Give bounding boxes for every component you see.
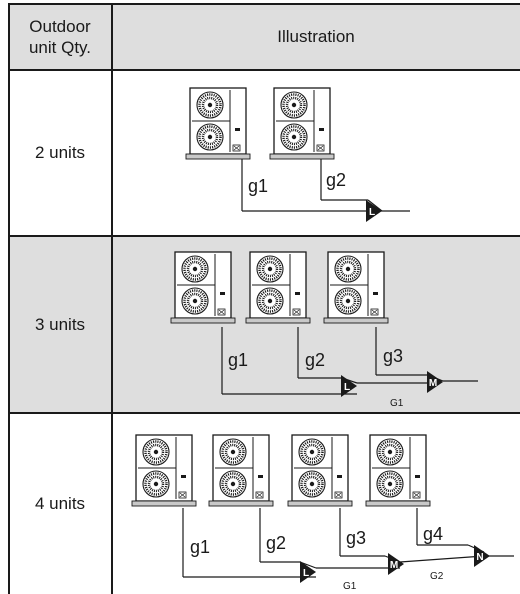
outdoor-unit-icon [169, 250, 237, 325]
branch-joint-icon [341, 375, 357, 397]
row-divider [8, 69, 520, 71]
row-label-text: 2 units [34, 143, 86, 162]
joint-label: M [390, 560, 398, 571]
pipe-label: g4 [423, 524, 443, 544]
row-divider [8, 412, 520, 414]
outdoor-unit-icon [322, 250, 390, 325]
branch-joint-icon [300, 561, 316, 583]
main-pipe-label: G2 [430, 571, 444, 582]
main-pipe [399, 555, 485, 563]
outdoor-unit-icon [364, 433, 432, 508]
outdoor-unit-icon [130, 433, 198, 508]
main-pipe-label: G1 [343, 581, 357, 592]
row-label-2-units: 2 units [8, 70, 112, 236]
pipe-label: g2 [326, 170, 346, 190]
outdoor-unit-icon [184, 86, 252, 161]
branch-joint-icon [474, 545, 490, 567]
row-divider [8, 235, 520, 237]
joint-label: N [476, 552, 483, 563]
joint-label: M [429, 378, 437, 389]
pipe-label: g2 [266, 533, 286, 553]
branch-joint-icon [427, 371, 443, 393]
outdoor-unit-icon [286, 433, 354, 508]
branch-joint-icon [366, 200, 382, 222]
table-border-top [8, 3, 520, 5]
main-pipe-label: G1 [390, 398, 404, 409]
row-label-4-units: 4 units [8, 413, 112, 594]
pipe-label: g2 [305, 350, 325, 370]
pipe-label: g1 [248, 176, 268, 196]
joint-label: L [344, 382, 350, 393]
row-label-text: 3 units [34, 314, 86, 334]
outdoor-unit-icon [207, 433, 275, 508]
branch-pipe [367, 199, 383, 212]
joint-label: L [303, 568, 309, 579]
column-divider [111, 3, 113, 594]
outdoor-unit-icon [268, 86, 336, 161]
joint-label: L [369, 207, 375, 218]
outdoor-unit-icon [244, 250, 312, 325]
pipe-label: g1 [190, 537, 210, 557]
header-qty: Outdoor unit Qty. [8, 3, 112, 70]
pipe-label: g3 [383, 346, 403, 366]
header-qty-label: Outdoor unit Qty. [28, 16, 92, 57]
branch-joint-icon [388, 553, 404, 575]
header-illustration-label: Illustration [277, 27, 355, 46]
row-label-text: 4 units [34, 493, 86, 513]
table-border-left [8, 3, 10, 594]
header-illustration: Illustration [112, 3, 520, 70]
pipe-label: g3 [346, 528, 366, 548]
pipe-label: g1 [228, 350, 248, 370]
row-label-3-units: 3 units [8, 236, 112, 413]
